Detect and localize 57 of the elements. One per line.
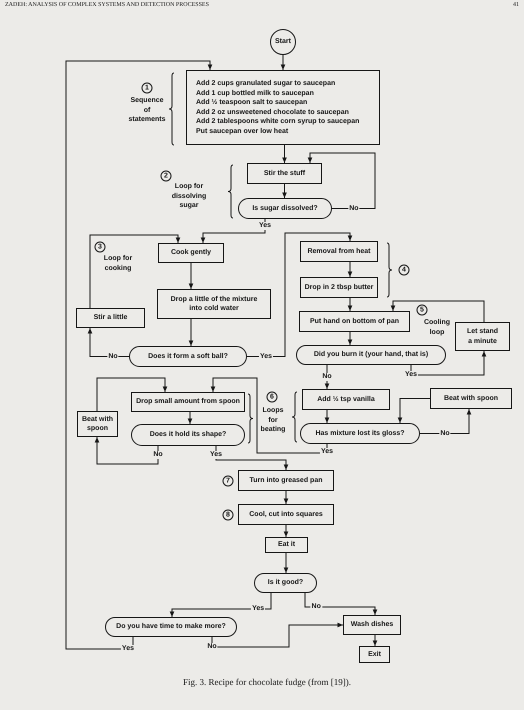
flow-arrow [246, 232, 352, 357]
decision-pill [105, 617, 237, 637]
flow-arrow [410, 350, 486, 376]
decision-pill [131, 424, 245, 446]
flow-arrow [420, 408, 472, 434]
process-box [131, 392, 245, 412]
decision-pill [296, 345, 446, 365]
flow-arrow [170, 592, 272, 618]
flow-arrow [188, 262, 194, 290]
process-box [247, 163, 322, 184]
process-box [300, 277, 378, 298]
flow-arrow [348, 262, 352, 278]
flow-arrow [324, 410, 330, 424]
process-box [455, 322, 510, 351]
flow-arrow [88, 328, 130, 357]
flow-arrow [282, 144, 287, 164]
flow-arrow [90, 234, 180, 308]
flow-arrow [324, 364, 330, 390]
process-box [265, 537, 308, 553]
flow-arrow [94, 436, 158, 464]
flow-arrow [348, 332, 352, 346]
flow-arrow [188, 412, 192, 424]
decision-pill [129, 346, 247, 367]
flow-arrow [66, 60, 212, 650]
flow-arrow [308, 152, 376, 209]
flow-arrow [200, 218, 266, 244]
flow-arrow [348, 298, 352, 312]
flow-arrow [210, 378, 328, 454]
flow-arrow [398, 398, 430, 424]
process-box [359, 646, 390, 663]
process-box [158, 243, 224, 263]
flow-arrow [390, 300, 484, 322]
process-box [238, 470, 334, 491]
flow-arrow [284, 524, 288, 538]
process-box [300, 241, 378, 262]
decision-pill [238, 198, 332, 219]
process-box [186, 70, 380, 145]
decision-pill [254, 573, 317, 593]
process-box [299, 311, 410, 332]
flow-arrow [212, 622, 344, 648]
process-box [157, 289, 271, 319]
flow-arrow [282, 184, 287, 198]
flow-arrow [372, 634, 378, 646]
flow-arrow [304, 592, 378, 616]
process-box [343, 615, 401, 635]
flow-arrow [284, 490, 288, 504]
flow-arrow [188, 318, 194, 346]
flow-arrow [284, 552, 288, 574]
flow-arrow [96, 378, 168, 412]
flow-arrow [280, 54, 286, 70]
process-box [430, 388, 512, 409]
process-box [76, 308, 145, 328]
figure-caption: Fig. 3. Recipe for chocolate fudge (from [19]). [183, 677, 351, 688]
process-box [302, 389, 390, 410]
process-box [238, 504, 334, 525]
flow-arrow [216, 446, 288, 470]
decision-pill [300, 423, 420, 444]
